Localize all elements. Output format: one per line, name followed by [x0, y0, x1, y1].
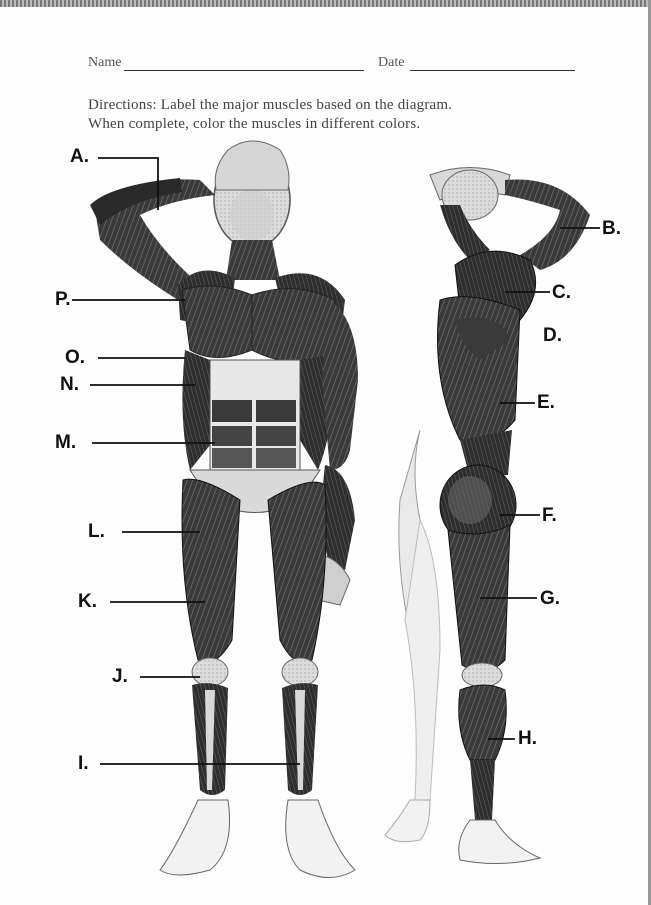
label-p: P.: [55, 289, 71, 311]
label-e: E.: [537, 392, 555, 414]
label-d: D.: [543, 325, 562, 347]
label-k: K.: [78, 591, 97, 613]
label-l: L.: [88, 521, 105, 543]
label-h: H.: [518, 728, 537, 750]
label-i: I.: [78, 753, 89, 775]
label-j: J.: [112, 666, 128, 688]
label-m: M.: [55, 432, 76, 454]
label-c: C.: [552, 282, 571, 304]
label-f: F.: [542, 505, 557, 527]
label-n: N.: [60, 374, 79, 396]
label-b: B.: [602, 218, 621, 240]
side-figure: [385, 168, 590, 864]
label-g: G.: [540, 588, 560, 610]
front-figure: [90, 141, 358, 878]
label-o: O.: [65, 347, 85, 369]
label-a: A.: [70, 146, 89, 168]
